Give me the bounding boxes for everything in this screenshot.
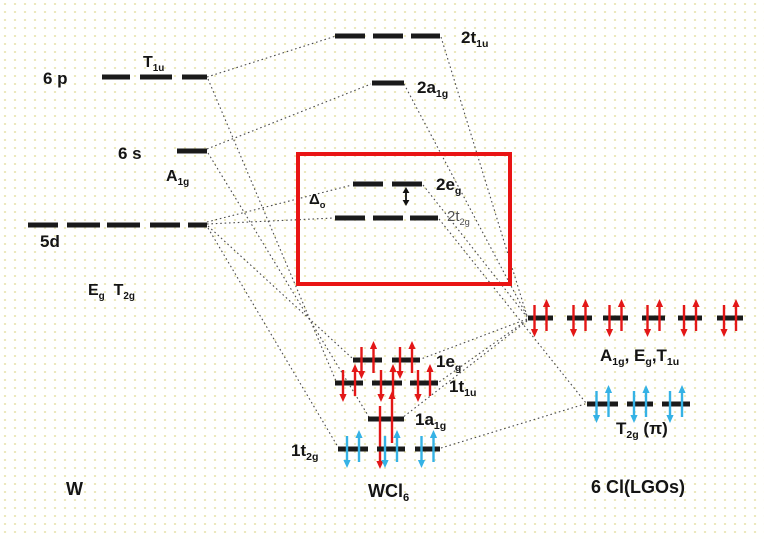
electron-down-arrow-head xyxy=(339,394,347,402)
label-column-molecule: WCl6 xyxy=(368,481,409,504)
electron-up-arrow-head xyxy=(388,391,396,399)
connector-line xyxy=(440,403,586,449)
electron-up-arrow-head xyxy=(426,364,434,372)
label-mo-2a1g: 2a1g xyxy=(417,78,448,100)
connector-line xyxy=(206,83,372,150)
label-mo-1a1g: 1a1g xyxy=(415,410,446,432)
electron-down-arrow-head xyxy=(630,415,638,423)
electron-up-arrow-head xyxy=(369,341,378,349)
electron-up-arrow-head xyxy=(604,385,613,393)
electron-down-arrow-head xyxy=(666,415,674,423)
electron-down-arrow-head xyxy=(530,329,539,337)
connector-line xyxy=(206,35,337,78)
connector-line xyxy=(207,78,337,382)
label-mo-1t2g: 1t2g xyxy=(291,441,318,463)
connector-line xyxy=(206,184,353,223)
electron-up-arrow-head xyxy=(642,385,650,393)
label-mo-1eg: 1eg xyxy=(436,352,461,374)
label-delta-o: Δo xyxy=(309,191,326,210)
connector-line xyxy=(422,184,528,318)
electron-down-arrow-head xyxy=(569,329,578,337)
label-column-atom: W xyxy=(66,479,83,499)
electron-down-arrow-head xyxy=(357,371,366,379)
electron-down-arrow-head xyxy=(381,460,389,468)
electron-down-arrow-head xyxy=(343,460,351,468)
electron-up-arrow-head xyxy=(408,341,416,349)
electron-down-arrow-head xyxy=(605,329,614,337)
connector-line xyxy=(401,320,528,419)
label-w-6s: 6 s xyxy=(118,144,142,163)
electron-up-arrow-head xyxy=(732,299,740,307)
connector-line xyxy=(438,218,587,404)
delta-splitting-arrow-head xyxy=(402,187,410,193)
label-column-ligands: 6 Cl(LGOs) xyxy=(591,477,685,497)
electron-up-arrow-head xyxy=(542,299,551,307)
electron-down-arrow-head xyxy=(377,394,385,402)
electron-down-arrow-head xyxy=(592,415,601,423)
connector-line xyxy=(207,227,339,448)
electron-up-arrow-head xyxy=(355,430,363,438)
label-w-6p-symmetry: T1u xyxy=(143,54,164,74)
connector-line xyxy=(438,319,528,383)
electron-up-arrow-head xyxy=(393,430,401,438)
connector-line xyxy=(440,36,528,317)
electron-up-arrow-head xyxy=(581,299,590,307)
label-w-5d: 5d xyxy=(40,232,60,251)
electron-down-arrow-head xyxy=(417,460,426,468)
electron-up-arrow-head xyxy=(617,299,626,307)
electron-up-arrow-head xyxy=(429,430,438,438)
connector-line xyxy=(206,217,335,225)
electron-down-arrow-head xyxy=(396,371,404,379)
electron-down-arrow-head xyxy=(414,394,422,402)
highlight-box xyxy=(296,152,512,286)
label-lgo-sigma-symmetry: A1g, Eg,T1u xyxy=(600,346,679,368)
electron-up-arrow-head xyxy=(389,364,397,372)
electron-up-arrow-head xyxy=(678,385,686,393)
label-w-6p: 6 p xyxy=(43,69,68,88)
label-lgo-pi-symmetry: T2g (π) xyxy=(616,419,668,441)
electron-down-arrow-head xyxy=(680,329,688,337)
label-mo-2t2g: 2t2g xyxy=(447,208,470,227)
electron-down-arrow-head xyxy=(720,329,728,337)
electron-up-arrow-head xyxy=(655,299,664,307)
electron-up-arrow-head xyxy=(692,299,700,307)
electron-down-arrow-head xyxy=(643,329,652,337)
connector-line xyxy=(207,225,353,359)
electron-up-arrow-head xyxy=(351,364,359,372)
label-mo-2eg: 2eg xyxy=(436,175,461,197)
connector-line xyxy=(207,152,370,418)
connector-line xyxy=(420,318,528,360)
label-mo-2t1u: 2t1u xyxy=(461,28,488,50)
label-mo-1t1u: 1t1u xyxy=(449,377,476,399)
label-w-6s-symmetry: A1g xyxy=(166,168,189,188)
electron-down-arrow-head xyxy=(376,461,384,469)
delta-splitting-arrow-head xyxy=(402,200,410,206)
label-w-5d-symmetry: Eg T2g xyxy=(88,282,135,302)
